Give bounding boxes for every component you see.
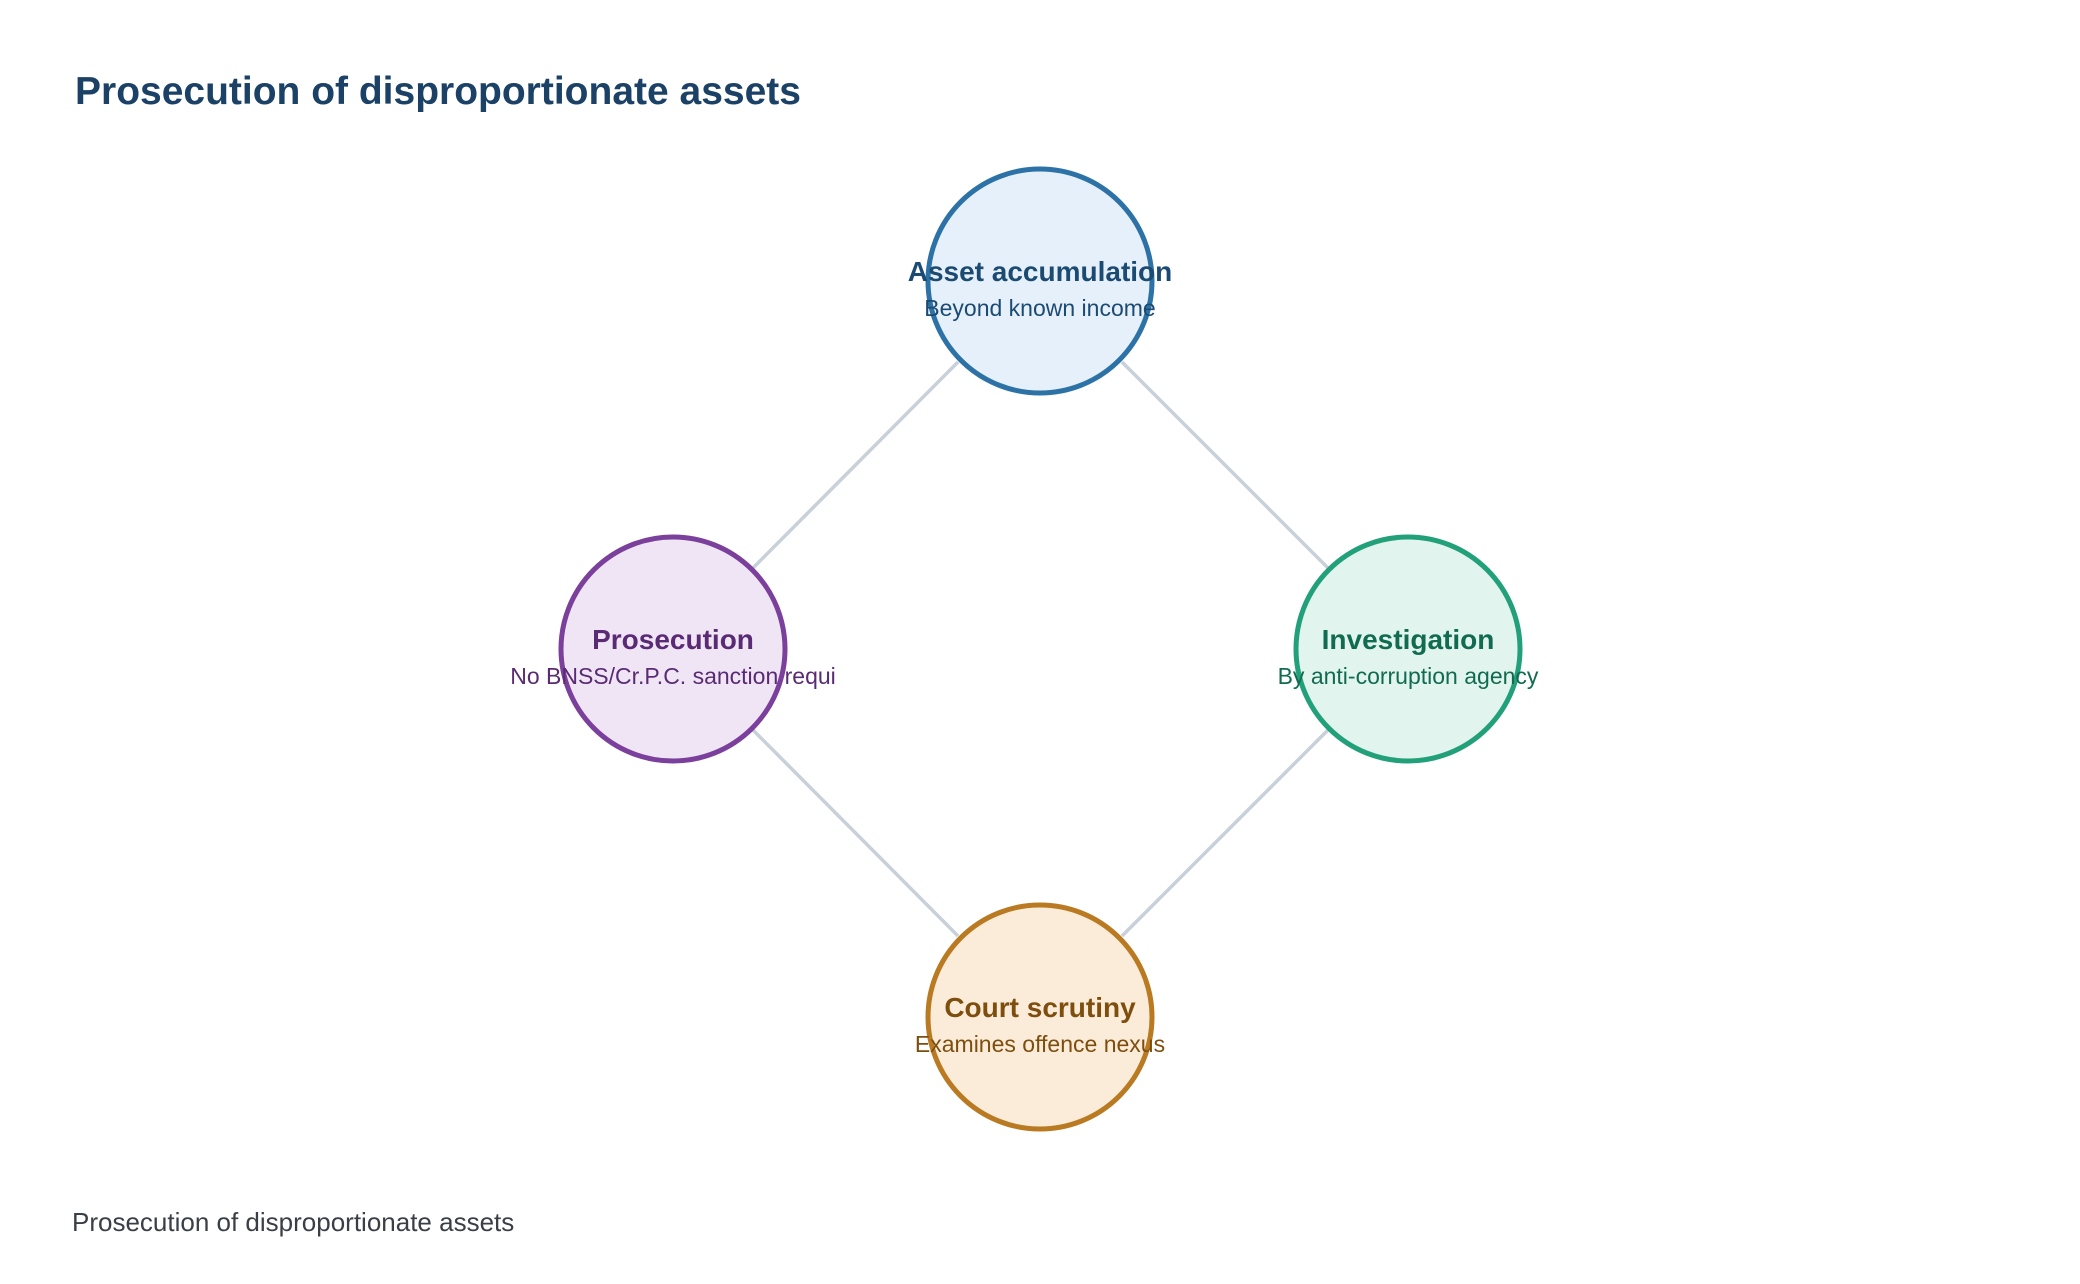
connectors [751,360,1330,938]
node-circle-asset-accumulation [925,166,1155,396]
connector-prosecution-to-asset [751,360,960,570]
node-subtitle-prosecution: No BNSS/Cr.P.C. sanction requi [510,663,836,689]
node-title-prosecution: Prosecution [592,624,754,655]
connector-court-to-prosecution [751,728,960,938]
node-subtitle-asset-accumulation: Beyond known income [924,295,1155,321]
node-title-court-scrutiny: Court scrutiny [944,992,1136,1023]
node-subtitle-court-scrutiny: Examines offence nexus [915,1031,1165,1057]
node-circle-court-scrutiny [925,902,1155,1132]
node-title-investigation: Investigation [1322,624,1495,655]
footer-caption: Prosecution of disproportionate assets [72,1207,515,1237]
node-prosecution: Prosecution No BNSS/Cr.P.C. sanction req… [510,534,836,764]
node-circle-prosecution [558,534,788,764]
connector-asset-to-investigation [1120,360,1330,570]
node-investigation: Investigation By anti-corruption agency [1278,534,1539,764]
page-title: Prosecution of disproportionate assets [75,70,801,113]
connector-investigation-to-court [1120,728,1330,938]
node-subtitle-investigation: By anti-corruption agency [1278,663,1539,689]
node-court-scrutiny: Court scrutiny Examines offence nexus [915,902,1165,1132]
node-circle-investigation [1293,534,1523,764]
node-title-asset-accumulation: Asset accumulation [908,256,1173,287]
node-asset-accumulation: Asset accumulation Beyond known income [908,166,1173,396]
